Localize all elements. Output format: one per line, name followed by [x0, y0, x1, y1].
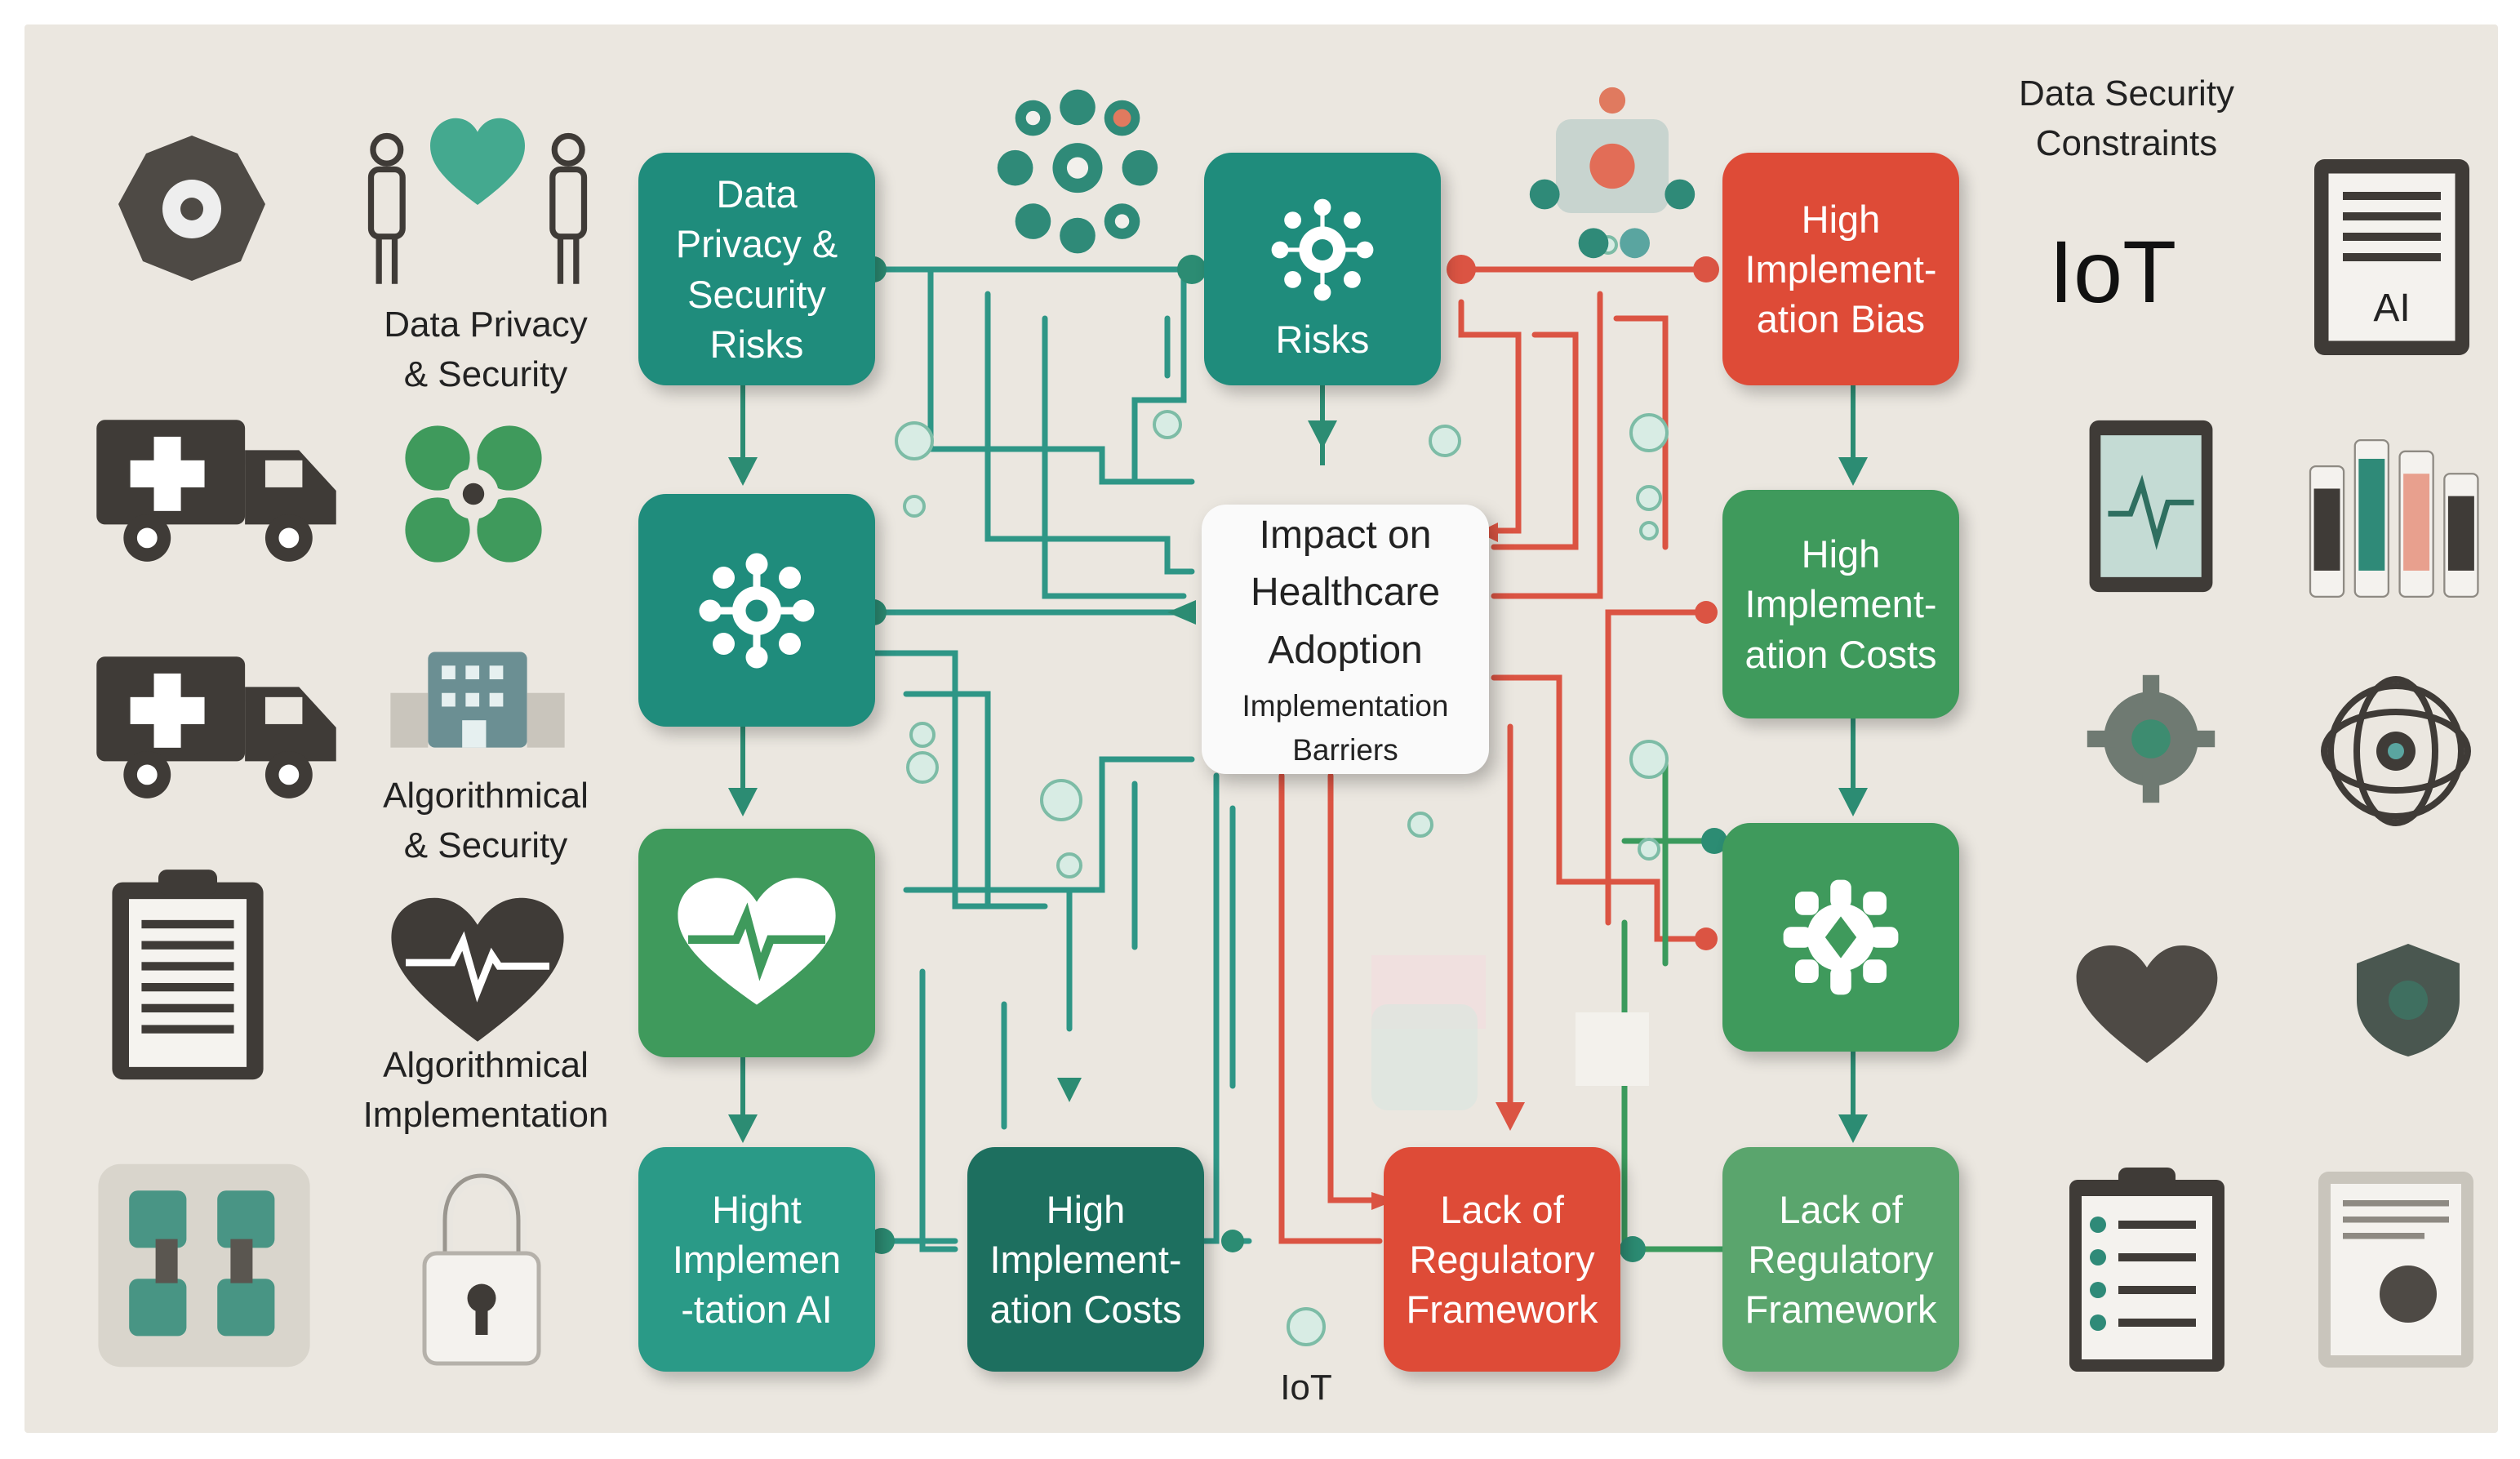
virus-icon	[696, 549, 818, 672]
ai-badge-label: AI	[2373, 287, 2411, 330]
gear-icon	[2082, 669, 2220, 808]
hospital-icon	[384, 641, 571, 755]
label-algorithmical-implementation: Algorithmical Implementation	[362, 1045, 609, 1135]
eye-network-icon	[2314, 669, 2478, 833]
node-virus-teal	[638, 494, 875, 727]
ambulance-icon	[90, 408, 343, 572]
heartbeat-icon	[671, 874, 842, 1012]
connector-lines	[728, 235, 1868, 1346]
center-subtitle: Implementation Barriers	[1242, 689, 1449, 767]
padlock-icon	[416, 1168, 547, 1372]
network-icon	[384, 404, 563, 584]
checklist-icon	[2065, 1163, 2229, 1376]
node-high-impl-bias: High Implement- ation Bias	[1722, 153, 1959, 385]
node-hight-impl-ai: Hight Implemen -tation AI	[638, 1147, 875, 1372]
node-risks: Risks	[1204, 153, 1441, 385]
heartbeat-icon	[388, 894, 567, 1049]
clipboard-icon	[102, 865, 273, 1086]
label-iot-top: IoT	[2049, 222, 2177, 321]
virus-badge-icon	[110, 131, 273, 286]
node-heartbeat	[638, 829, 875, 1057]
monitor-chart-icon	[2086, 416, 2216, 596]
node-data-privacy-risks: Data Privacy & Security Risks	[638, 153, 875, 385]
node-gear	[1722, 823, 1959, 1052]
heart-icon	[2073, 939, 2220, 1070]
label-iot-bottom: IoT	[1280, 1368, 1332, 1408]
shield-icon	[2347, 939, 2469, 1061]
node-high-impl-costs-bottom: High Implement- ation Costs	[967, 1147, 1204, 1372]
bar-chart-icon	[2302, 433, 2490, 604]
node-lack-reg-green: Lack of Regulatory Framework	[1722, 1147, 1959, 1372]
ambulance-icon	[90, 645, 343, 808]
label-data-security-constraints: Data Security Constraints	[2018, 73, 2235, 163]
node-lack-reg-red: Lack of Regulatory Framework	[1384, 1147, 1620, 1372]
report-icon	[2314, 1168, 2478, 1372]
node-high-impl-costs-right: High Implement- ation Costs	[1722, 490, 1959, 718]
diagram-canvas: Data Privacy & Security Risks	[24, 24, 2498, 1433]
document-ai-icon: AI	[2310, 155, 2473, 359]
molecule-cluster-icon	[980, 82, 1176, 261]
label-data-privacy-security: Data Privacy & Security	[384, 305, 588, 394]
label-algorithmical-security: Algorithmical & Security	[383, 776, 589, 865]
center-title: Impact on Healthcare Adoption	[1250, 513, 1441, 672]
gear-icon	[1776, 872, 1906, 1003]
puzzle-icon	[94, 1159, 314, 1372]
devices-cluster-icon	[1518, 82, 1706, 269]
two-people-heart-icon	[359, 106, 596, 294]
virus-icon	[1269, 197, 1376, 303]
center-card: Impact on Healthcare Adoption Implementa…	[1202, 505, 1489, 774]
